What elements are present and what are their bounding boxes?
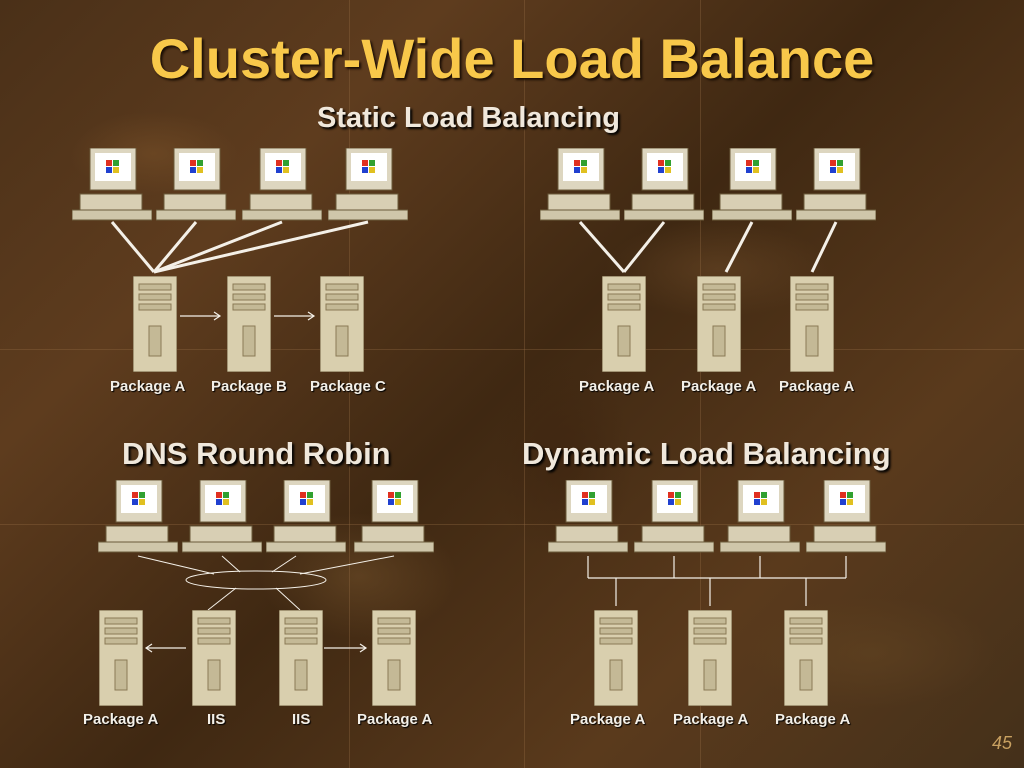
server-icon <box>593 609 639 707</box>
pc-icon <box>353 479 435 558</box>
label-static-left-3: Package C <box>310 378 386 395</box>
page-number: 45 <box>991 733 1012 753</box>
tile-line-v1 <box>349 0 350 768</box>
server-icon <box>783 609 829 707</box>
label-dynamic-2: Package A <box>673 711 749 728</box>
label-dns-2: IIS <box>207 711 226 728</box>
pc-icon <box>539 147 621 226</box>
server-icon <box>278 609 324 707</box>
pc-icon <box>795 147 877 226</box>
server-icon <box>687 609 733 707</box>
pc-icon <box>71 147 153 226</box>
label-static-right-1: Package A <box>579 378 655 395</box>
pc-icon <box>97 479 179 558</box>
label-dns-4: Package A <box>357 711 433 728</box>
label-dynamic-1: Package A <box>570 711 646 728</box>
pc-icon <box>327 147 409 226</box>
label-dns-3: IIS <box>292 711 311 728</box>
heading-static: Static Load Balancing <box>317 102 620 134</box>
heading-dynamic: Dynamic Load Balancing <box>522 436 891 471</box>
pc-icon <box>719 479 801 558</box>
pc-icon <box>633 479 715 558</box>
label-dynamic-3: Package A <box>775 711 851 728</box>
server-icon <box>132 275 178 373</box>
server-icon <box>789 275 835 373</box>
label-static-right-2: Package A <box>681 378 757 395</box>
label-static-left-2: Package B <box>211 378 287 395</box>
server-icon <box>601 275 647 373</box>
heading-dns: DNS Round Robin <box>122 436 391 471</box>
label-static-left-1: Package A <box>110 378 186 395</box>
label-dns-1: Package A <box>83 711 159 728</box>
tile-line-v2 <box>524 0 525 768</box>
pc-icon <box>547 479 629 558</box>
pc-icon <box>155 147 237 226</box>
pc-icon <box>181 479 263 558</box>
server-icon <box>371 609 417 707</box>
pc-icon <box>265 479 347 558</box>
tile-line-h1 <box>0 349 1024 350</box>
pc-icon <box>241 147 323 226</box>
server-icon <box>696 275 742 373</box>
tile-line-v3 <box>700 0 701 768</box>
server-icon <box>98 609 144 707</box>
server-icon <box>226 275 272 373</box>
server-icon <box>191 609 237 707</box>
pc-icon <box>711 147 793 226</box>
label-static-right-3: Package A <box>779 378 855 395</box>
pc-icon <box>623 147 705 226</box>
tile-line-h2 <box>0 524 1024 525</box>
slide-title: Cluster-Wide Load Balance <box>149 27 875 90</box>
pc-icon <box>805 479 887 558</box>
server-icon <box>319 275 365 373</box>
